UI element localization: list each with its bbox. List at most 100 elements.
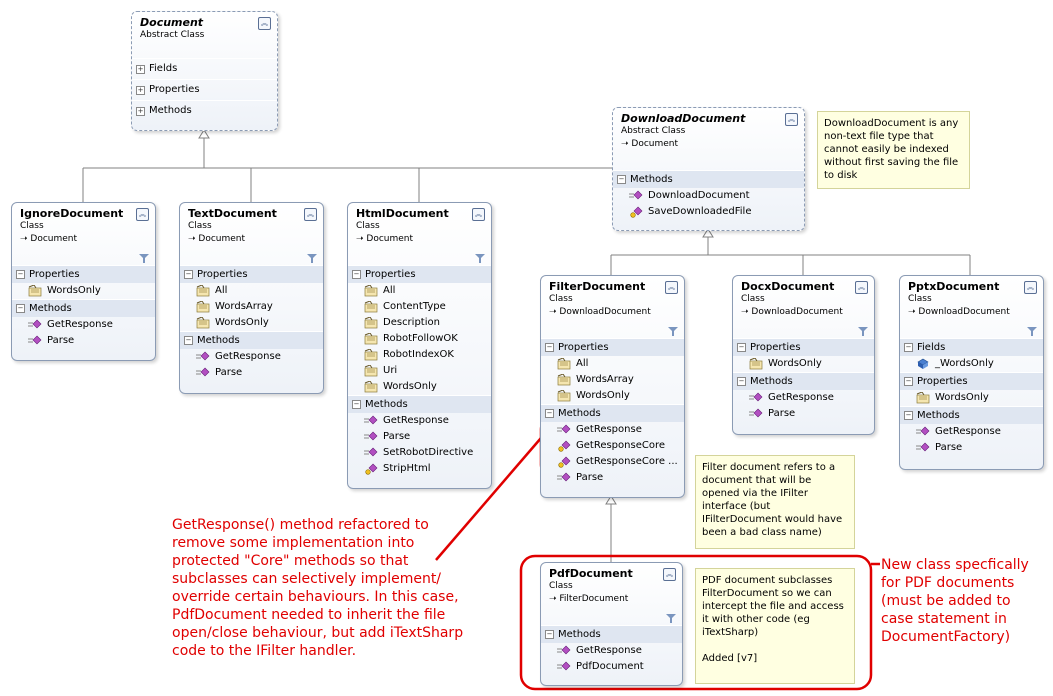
section-header[interactable]: −Methods (180, 331, 323, 349)
class-docxdocument[interactable]: DocxDocument Class ➝ DownloadDocument ︽ … (732, 275, 875, 435)
member-item[interactable]: Parse (348, 429, 491, 445)
expand-icon[interactable]: + (136, 106, 145, 116)
section-header[interactable]: −Methods (541, 404, 684, 422)
member-item[interactable]: GetResponse (733, 390, 874, 406)
member-item[interactable]: WordsOnly (12, 283, 155, 299)
class-ignoredocument[interactable]: IgnoreDocument Class ➝ Document ︽ −Prope… (11, 202, 156, 361)
member-item[interactable]: Parse (541, 470, 684, 486)
member-item[interactable]: Uri (348, 363, 491, 379)
member-item[interactable]: DownloadDocument (613, 188, 804, 204)
expand-icon[interactable]: + (136, 64, 145, 74)
filter-funnel-icon[interactable] (1027, 327, 1037, 336)
section-header[interactable]: −Properties (541, 338, 684, 356)
member-item[interactable]: All (180, 283, 323, 299)
member-item[interactable]: WordsArray (180, 299, 323, 315)
member-item[interactable]: GetResponseCore ... (541, 454, 684, 470)
collapse-icon[interactable]: − (184, 270, 193, 279)
member-item[interactable]: SetRobotDirective (348, 445, 491, 461)
collapse-icon[interactable]: − (904, 343, 913, 352)
member-name: Uri (383, 365, 398, 376)
collapse-icon[interactable]: − (617, 175, 626, 184)
collapse-icon[interactable]: − (737, 343, 746, 352)
class-pdfdocument[interactable]: PdfDocument Class ➝ FilterDocument ︽ −Me… (540, 562, 683, 686)
section-header[interactable]: −Properties (733, 338, 874, 356)
member-item[interactable]: GetResponse (541, 422, 684, 438)
collapse-icon[interactable]: − (16, 304, 25, 313)
collapse-icon[interactable]: − (737, 377, 746, 386)
section-header[interactable]: −Properties (900, 372, 1043, 390)
class-textdocument[interactable]: TextDocument Class ➝ Document ︽ −Propert… (179, 202, 324, 394)
filter-funnel-icon[interactable] (475, 254, 485, 263)
collapse-chevron-icon[interactable]: ︽ (136, 208, 149, 221)
collapse-icon[interactable]: − (352, 270, 361, 279)
section-header[interactable]: −Properties (12, 265, 155, 283)
filter-funnel-icon[interactable] (858, 327, 868, 336)
member-item[interactable]: PdfDocument (541, 659, 682, 675)
section-header[interactable]: +Methods (132, 100, 277, 121)
collapse-chevron-icon[interactable]: ︽ (258, 17, 271, 30)
collapse-icon[interactable]: − (545, 409, 554, 418)
member-item[interactable]: WordsOnly (541, 388, 684, 404)
member-item[interactable]: GetResponse (348, 413, 491, 429)
collapse-chevron-icon[interactable]: ︽ (1024, 281, 1037, 294)
member-item[interactable]: _WordsOnly (900, 356, 1043, 372)
member-item[interactable]: WordsOnly (180, 315, 323, 331)
class-htmldocument[interactable]: HtmlDocument Class ➝ Document ︽ −Propert… (347, 202, 492, 489)
class-document[interactable]: Document Abstract Class ︽ +Fields +Prope… (131, 11, 278, 131)
member-item[interactable]: GetResponseCore (541, 438, 684, 454)
class-downloaddocument[interactable]: DownloadDocument Abstract Class ➝ Docume… (612, 107, 805, 231)
member-item[interactable]: Parse (12, 333, 155, 349)
member-item[interactable]: GetResponse (900, 424, 1043, 440)
collapse-icon[interactable]: − (545, 630, 554, 639)
member-item[interactable]: RobotFollowOK (348, 331, 491, 347)
member-item[interactable]: All (348, 283, 491, 299)
member-item[interactable]: Parse (900, 440, 1043, 456)
member-item[interactable]: ContentType (348, 299, 491, 315)
filter-funnel-icon[interactable] (668, 327, 678, 336)
collapse-chevron-icon[interactable]: ︽ (304, 208, 317, 221)
collapse-chevron-icon[interactable]: ︽ (665, 281, 678, 294)
section-header[interactable]: +Properties (132, 79, 277, 100)
section-header[interactable]: −Fields (900, 338, 1043, 356)
section-header[interactable]: −Methods (733, 372, 874, 390)
collapse-chevron-icon[interactable]: ︽ (855, 281, 868, 294)
method-icon (364, 447, 378, 457)
member-item[interactable]: Parse (733, 406, 874, 422)
member-item[interactable]: StripHtml (348, 461, 491, 477)
collapse-chevron-icon[interactable]: ︽ (472, 208, 485, 221)
filter-funnel-icon[interactable] (307, 254, 317, 263)
member-item[interactable]: WordsOnly (900, 390, 1043, 406)
member-item[interactable]: Description (348, 315, 491, 331)
section-header[interactable]: −Properties (180, 265, 323, 283)
member-item[interactable]: All (541, 356, 684, 372)
collapse-icon[interactable]: − (904, 411, 913, 420)
member-item[interactable]: WordsOnly (348, 379, 491, 395)
member-item[interactable]: WordsOnly (733, 356, 874, 372)
section-header[interactable]: −Methods (900, 406, 1043, 424)
filter-funnel-icon[interactable] (139, 254, 149, 263)
collapse-chevron-icon[interactable]: ︽ (663, 568, 676, 581)
collapse-icon[interactable]: − (184, 336, 193, 345)
section-header[interactable]: +Fields (132, 58, 277, 79)
expand-icon[interactable]: + (136, 85, 145, 95)
collapse-icon[interactable]: − (16, 270, 25, 279)
section-header[interactable]: −Methods (348, 395, 491, 413)
member-item[interactable]: SaveDownloadedFile (613, 204, 804, 220)
section-header[interactable]: −Properties (348, 265, 491, 283)
section-header[interactable]: −Methods (12, 299, 155, 317)
collapse-icon[interactable]: − (352, 400, 361, 409)
member-item[interactable]: WordsArray (541, 372, 684, 388)
filter-funnel-icon[interactable] (666, 614, 676, 623)
collapse-chevron-icon[interactable]: ︽ (785, 113, 798, 126)
class-filterdocument[interactable]: FilterDocument Class ➝ DownloadDocument … (540, 275, 685, 498)
section-header[interactable]: −Methods (541, 625, 682, 643)
section-header[interactable]: −Methods (613, 170, 804, 188)
member-item[interactable]: RobotIndexOK (348, 347, 491, 363)
collapse-icon[interactable]: − (904, 377, 913, 386)
member-item[interactable]: GetResponse (541, 643, 682, 659)
class-pptxdocument[interactable]: PptxDocument Class ➝ DownloadDocument ︽ … (899, 275, 1044, 470)
member-item[interactable]: GetResponse (180, 349, 323, 365)
collapse-icon[interactable]: − (545, 343, 554, 352)
member-item[interactable]: GetResponse (12, 317, 155, 333)
member-item[interactable]: Parse (180, 365, 323, 381)
